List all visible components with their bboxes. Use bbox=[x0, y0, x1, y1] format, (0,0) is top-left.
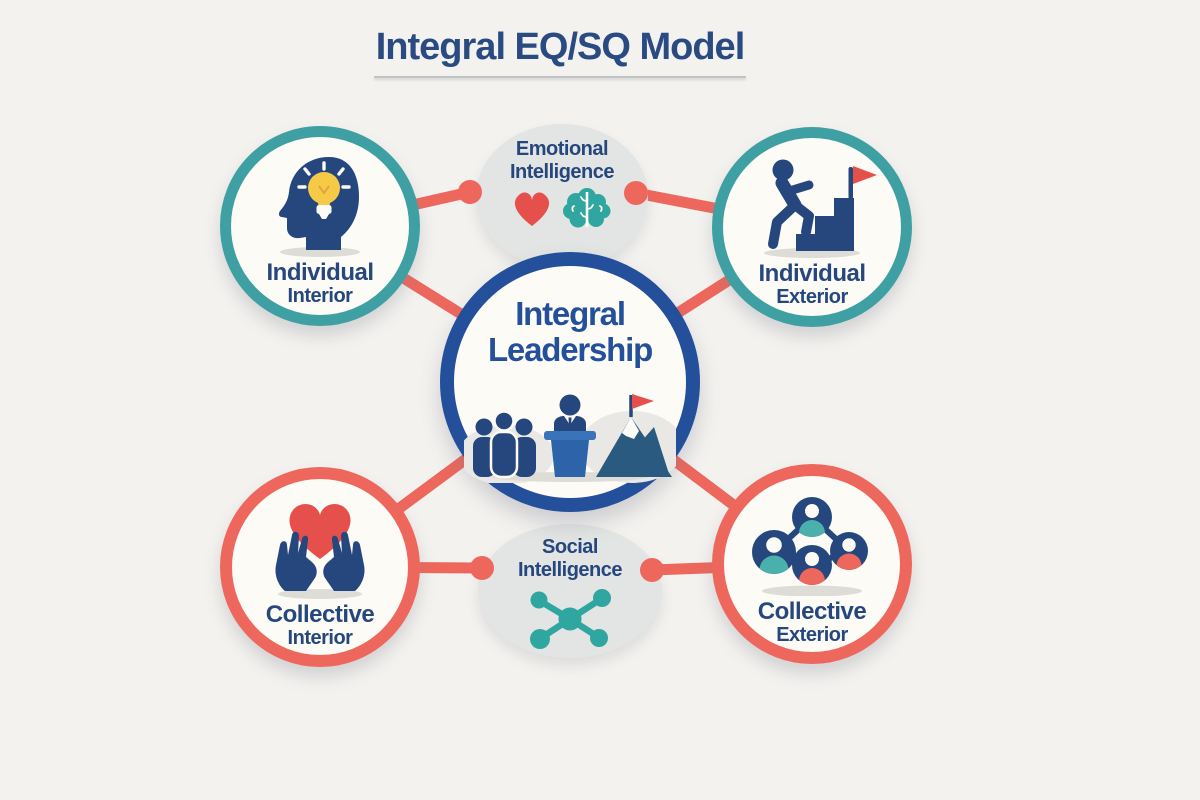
node-individual-interior: Individual Interior bbox=[220, 126, 420, 326]
collective-interior-label: Collective bbox=[265, 601, 375, 628]
title-block: Integral EQ/SQ Model bbox=[374, 24, 746, 78]
integral-leadership-label: Integral Leadership bbox=[487, 295, 653, 369]
node-integral-leadership: Integral Leadership bbox=[440, 252, 700, 512]
leadership-scene-icon bbox=[464, 393, 676, 483]
people-network-icon bbox=[752, 497, 868, 596]
heart-icon bbox=[514, 192, 550, 226]
avatar-top bbox=[792, 497, 832, 537]
bridge-social-intelligence: Social Intelligence bbox=[478, 524, 662, 658]
team-icon bbox=[473, 409, 536, 478]
stairs-climb-flag-icon bbox=[764, 159, 877, 258]
avatar-left bbox=[752, 530, 796, 574]
hands-heart-icon bbox=[275, 503, 365, 599]
individual-exterior-label: Individual bbox=[758, 260, 866, 287]
brain-icon bbox=[563, 188, 611, 228]
page-title: Integral EQ/SQ Model bbox=[375, 26, 746, 68]
head-lightbulb-icon bbox=[278, 157, 360, 257]
individual-interior-label: Individual bbox=[266, 259, 374, 286]
avatar-right bbox=[830, 532, 868, 570]
molecule-icon bbox=[530, 589, 611, 649]
node-individual-exterior: Individual Exterior bbox=[712, 127, 912, 327]
node-collective-interior: Collective Interior bbox=[220, 467, 420, 667]
social-intelligence-label: Social Intelligence bbox=[517, 536, 623, 581]
node-collective-exterior: Collective Exterior bbox=[712, 464, 912, 664]
bridge-emotional-intelligence: Emotional Intelligence bbox=[476, 124, 648, 268]
emotional-intelligence-label: Emotional Intelligence bbox=[509, 138, 615, 183]
title-underline bbox=[374, 75, 746, 78]
collective-exterior-label: Collective bbox=[757, 598, 867, 625]
